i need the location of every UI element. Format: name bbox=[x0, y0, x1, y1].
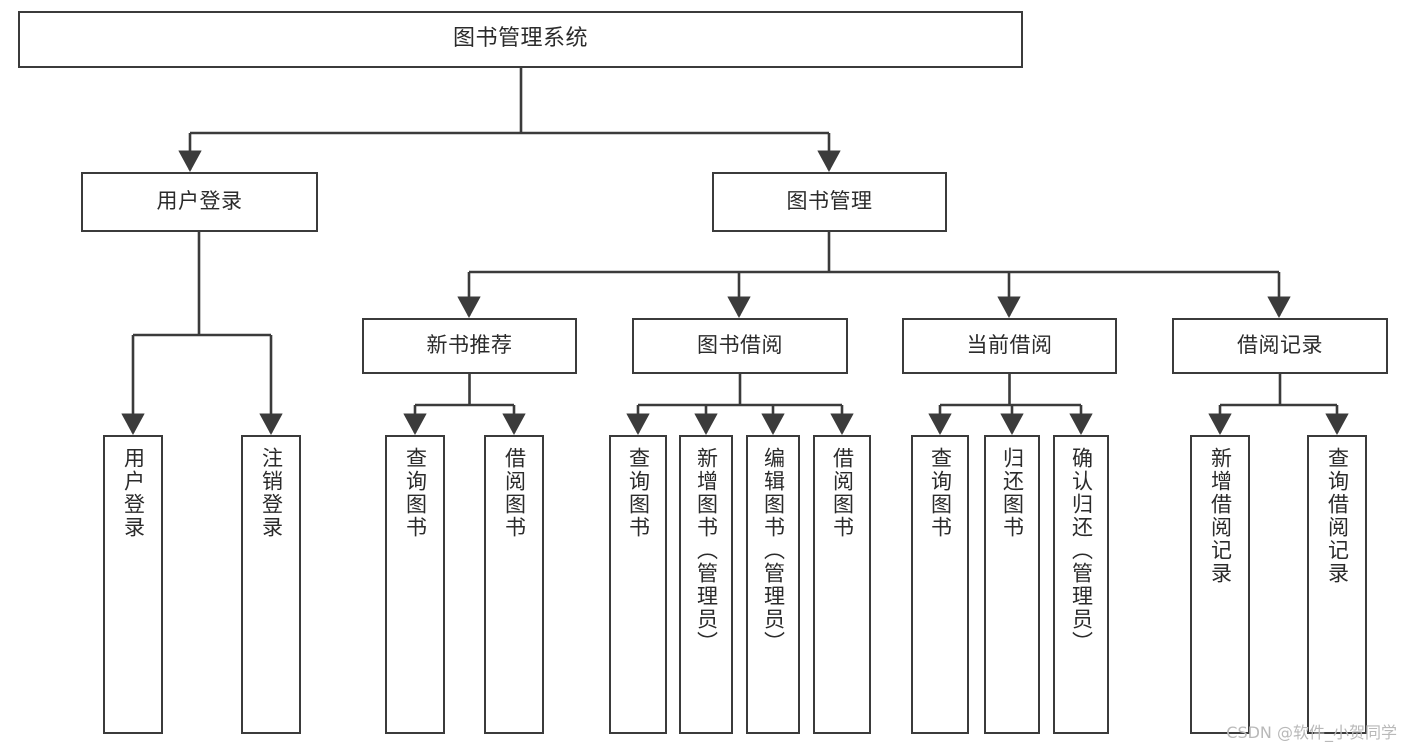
node-leaf-query-book-3-label: 查询图书 bbox=[928, 447, 953, 539]
node-new-book-rec[interactable]: 新书推荐 bbox=[362, 318, 577, 374]
node-leaf-query-book-1[interactable]: 查询图书 bbox=[385, 435, 445, 734]
node-leaf-borrow-book-2-label: 借阅图书 bbox=[830, 447, 855, 539]
node-current-borrow[interactable]: 当前借阅 bbox=[902, 318, 1117, 374]
node-leaf-user-login[interactable]: 用户登录 bbox=[103, 435, 163, 734]
node-user-login-label: 用户登录 bbox=[156, 189, 243, 214]
node-leaf-add-record[interactable]: 新增借阅记录 bbox=[1190, 435, 1250, 734]
node-leaf-query-book-3[interactable]: 查询图书 bbox=[911, 435, 969, 734]
node-new-book-rec-label: 新书推荐 bbox=[426, 333, 513, 358]
node-leaf-query-record-label: 查询借阅记录 bbox=[1325, 447, 1350, 585]
node-leaf-user-logout-label: 注销登录 bbox=[259, 447, 284, 539]
node-leaf-borrow-book-1-label: 借阅图书 bbox=[502, 447, 527, 539]
node-borrow-record-label: 借阅记录 bbox=[1237, 333, 1323, 358]
node-leaf-query-book-2-label: 查询图书 bbox=[626, 447, 651, 539]
node-root-label: 图书管理系统 bbox=[452, 26, 588, 52]
node-leaf-add-book[interactable]: 新增图书（管理员） bbox=[679, 435, 733, 734]
node-book-borrow-label: 图书借阅 bbox=[697, 333, 783, 358]
node-book-manage[interactable]: 图书管理 bbox=[712, 172, 947, 232]
node-leaf-return-book[interactable]: 归还图书 bbox=[984, 435, 1040, 734]
node-leaf-add-book-label: 新增图书（管理员） bbox=[694, 447, 719, 654]
node-borrow-record[interactable]: 借阅记录 bbox=[1172, 318, 1388, 374]
csdn-watermark: CSDN @软件_小贺同学 bbox=[1226, 723, 1397, 742]
node-leaf-query-book-1-label: 查询图书 bbox=[403, 447, 428, 539]
node-user-login[interactable]: 用户登录 bbox=[81, 172, 318, 232]
node-leaf-edit-book[interactable]: 编辑图书（管理员） bbox=[746, 435, 800, 734]
node-leaf-borrow-book-1[interactable]: 借阅图书 bbox=[484, 435, 544, 734]
node-leaf-confirm-return[interactable]: 确认归还（管理员） bbox=[1053, 435, 1109, 734]
node-leaf-query-book-2[interactable]: 查询图书 bbox=[609, 435, 667, 734]
node-leaf-add-record-label: 新增借阅记录 bbox=[1208, 447, 1233, 585]
node-book-borrow[interactable]: 图书借阅 bbox=[632, 318, 848, 374]
node-leaf-borrow-book-2[interactable]: 借阅图书 bbox=[813, 435, 871, 734]
node-leaf-user-login-label: 用户登录 bbox=[121, 447, 146, 539]
node-leaf-confirm-return-label: 确认归还（管理员） bbox=[1069, 447, 1094, 654]
node-leaf-query-record[interactable]: 查询借阅记录 bbox=[1307, 435, 1367, 734]
node-book-manage-label: 图书管理 bbox=[786, 189, 873, 214]
node-leaf-edit-book-label: 编辑图书（管理员） bbox=[761, 447, 786, 654]
node-root[interactable]: 图书管理系统 bbox=[18, 11, 1023, 68]
node-leaf-return-book-label: 归还图书 bbox=[1000, 447, 1025, 539]
node-current-borrow-label: 当前借阅 bbox=[966, 333, 1053, 358]
node-leaf-user-logout[interactable]: 注销登录 bbox=[241, 435, 301, 734]
